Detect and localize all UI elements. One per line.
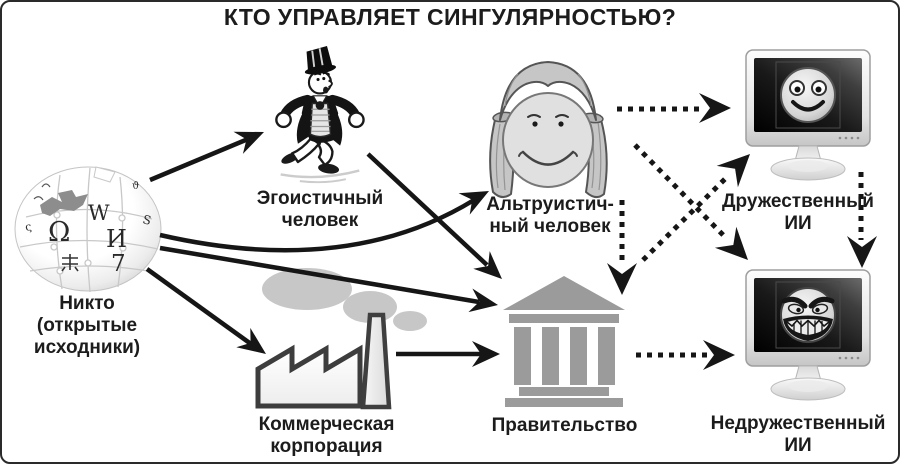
rich-man-running-icon <box>275 46 365 184</box>
globe-missing-piece-notch <box>93 166 116 183</box>
globe-dark-gap <box>40 190 88 216</box>
selfish-person-label: Эгоистичный человек <box>256 188 384 231</box>
corporation-label: Коммерческая корпорация <box>258 414 395 457</box>
svg-text:ς: ς <box>24 220 33 234</box>
svg-text:И: И <box>106 225 127 253</box>
smiley-face <box>780 67 836 123</box>
wikipedia-label: Никто (открытые исходники) <box>33 293 141 358</box>
arrow-wikipedia-to-selfish-person <box>149 131 264 183</box>
government-building-icon <box>503 276 625 407</box>
smiley-face-monitor-icon <box>745 49 871 181</box>
svg-text:Ω: Ω <box>48 217 70 248</box>
government-label: Правительство <box>491 415 638 436</box>
smoke-clouds <box>262 268 427 331</box>
globe-cjk-glyph <box>61 254 79 272</box>
svg-text:S: S <box>141 212 152 228</box>
woman-face-icon <box>489 61 608 198</box>
chimney <box>360 312 392 410</box>
svg-text:7: 7 <box>111 251 126 277</box>
globe-squiggles <box>33 183 51 201</box>
dotted-arrow-government-to-unfriendly-ai <box>636 340 735 370</box>
friendly-ai-label: Дружественный ИИ <box>722 191 874 234</box>
evil-face-monitor-icon <box>745 269 871 401</box>
factory-icon <box>255 268 427 410</box>
svg-text:ϑ: ϑ <box>132 181 139 192</box>
factory-building <box>255 344 363 409</box>
page-title: КТО УПРАВЛЯЕТ СИНГУЛЯРНОСТЬЮ? <box>223 4 677 30</box>
unfriendly-ai-label: Недружественный ИИ <box>710 413 886 456</box>
wikipedia-globe-icon: Ω W И 7 ϑ S ς <box>14 166 162 293</box>
top-hat <box>304 46 337 75</box>
svg-text:W: W <box>88 201 110 225</box>
dotted-arrow-altruistic-to-friendly-ai <box>617 93 731 123</box>
altruistic-person-label: Альтруистич- ный человек <box>486 194 614 237</box>
globe-glyphs: Ω W И 7 ϑ S ς <box>24 181 153 277</box>
